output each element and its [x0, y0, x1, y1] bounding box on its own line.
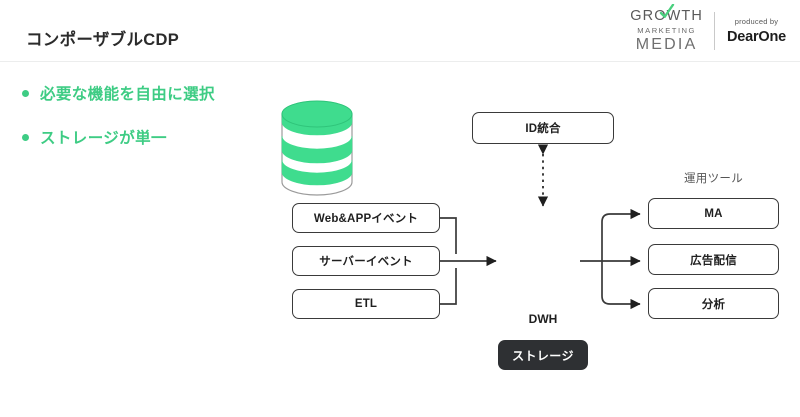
node-ma[interactable]: MA [648, 198, 779, 229]
page-title: コンポーザブルCDP [26, 31, 180, 49]
diagram-connectors [440, 144, 641, 310]
bullet-label: 必要な機能を自由に選択 [40, 86, 215, 103]
dearone-name: DearOne [726, 29, 786, 45]
storage-badge: ストレージ [498, 340, 588, 370]
database-cylinder-icon [281, 100, 353, 196]
produced-by-label: produced by [734, 16, 779, 26]
logo-line-marketing: MARKETING [637, 25, 696, 35]
bullet-dot-icon [22, 89, 29, 97]
node-server-event[interactable]: サーバーイベント [292, 246, 440, 276]
feature-bullet-list: 必要な機能を自由に選択 ストレージが単一 [22, 82, 322, 170]
node-ad-delivery[interactable]: 広告配信 [648, 244, 779, 275]
list-item: 必要な機能を自由に選択 [22, 82, 322, 104]
logo-divider [713, 12, 715, 50]
page-header: コンポーザブルCDP GROWTH MARKETING MEDIA produc… [0, 0, 800, 62]
architecture-diagram: Web&APPイベント サーバーイベント ETL ID統合 DWH ストレージ … [280, 100, 790, 390]
dwh-label: DWH [528, 312, 558, 326]
brand-lockup: GROWTH MARKETING MEDIA produced by DearO… [630, 4, 786, 54]
node-analytics[interactable]: 分析 [648, 288, 779, 319]
node-id-unification[interactable]: ID統合 [472, 112, 614, 144]
node-web-app-event[interactable]: Web&APPイベント [292, 203, 440, 233]
logo-growth-text: GROWTH [630, 8, 703, 25]
node-etl[interactable]: ETL [292, 289, 440, 319]
tools-group-label: 運用ツール [684, 173, 743, 185]
list-item: ストレージが単一 [22, 126, 322, 148]
bullet-dot-icon [22, 133, 29, 141]
dearone-logo: produced by DearOne [715, 16, 786, 45]
growth-marketing-media-logo: GROWTH MARKETING MEDIA [630, 4, 714, 53]
logo-line-growth: GROWTH [630, 4, 703, 25]
logo-line-media: MEDIA [635, 35, 698, 53]
bullet-label: ストレージが単一 [40, 130, 167, 147]
